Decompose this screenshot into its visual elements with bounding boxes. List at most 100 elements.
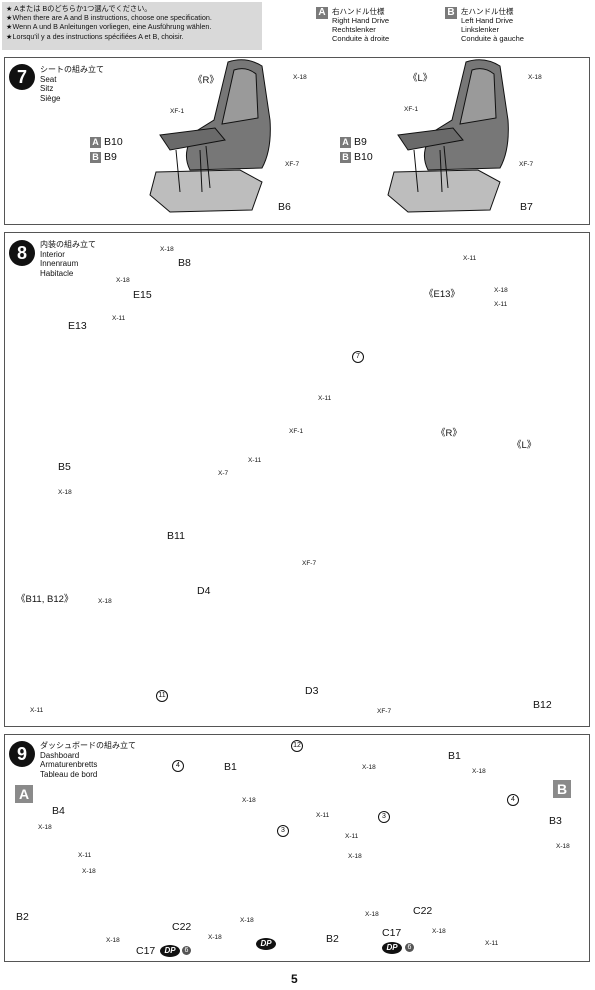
spec-a-badge: A: [316, 7, 328, 19]
spec-b-ja: 左ハンドル仕様: [461, 7, 514, 16]
a-c22-x18: X-18: [208, 934, 222, 941]
interior-xf1: XF-1: [289, 428, 304, 435]
part-b8: B8: [178, 257, 191, 269]
step9-title-ja: ダッシュボードの組み立て: [40, 741, 136, 750]
interior-x11-lower: X-11: [248, 457, 262, 464]
step7-title-ja: シートの組み立て: [40, 65, 104, 74]
page-number: 5: [291, 972, 298, 986]
step7-title-en: Seat: [40, 74, 57, 84]
a-ref-step4: 4: [172, 760, 184, 772]
a-b1-x18: X-18: [242, 797, 256, 804]
ref-step7: 7: [352, 351, 364, 363]
inset-x11: X-11: [30, 707, 44, 714]
spec-a-marker: A: [15, 785, 33, 803]
b-part-b1: B1: [448, 750, 461, 762]
step7-title-de: Sitz: [40, 84, 54, 93]
step9-number: 9: [9, 741, 35, 767]
b5-color: X-18: [58, 489, 72, 496]
seat-l-base: B7: [520, 201, 533, 213]
step8-title: 内装の組み立て Interior Innenraum Habitacle: [40, 240, 96, 278]
b-c22-x18: X-18: [432, 928, 446, 935]
b-part-b2: B2: [326, 933, 339, 945]
b-part-b3: B3: [549, 815, 562, 827]
a-ref-step3: 3: [277, 825, 289, 837]
seat-l-xf7: XF-7: [519, 161, 534, 168]
spec-choice-note: ★ Aまたは Bのどちらか1つ選んでください。 ★When there are …: [2, 2, 262, 50]
e13-inset-x11-top: X-11: [463, 255, 477, 262]
part-b5: B5: [58, 461, 71, 473]
b-dp-mark: DP: [382, 942, 402, 954]
ref-step11: 11: [156, 690, 168, 702]
a-dp-mark-2: DP: [256, 938, 276, 950]
a-dp-num: 6: [182, 946, 191, 955]
spec-b-fr: Conduite à gauche: [461, 34, 524, 43]
step7-title: シートの組み立て Seat Sitz Siège: [40, 65, 104, 103]
a-part-c22: C22: [172, 921, 192, 933]
part-d3: D3: [305, 685, 319, 697]
step9-panel: [4, 734, 590, 962]
spec-a-de: Rechtslenker: [332, 25, 376, 34]
step8-number: 8: [9, 240, 35, 266]
wheel-top-x11: X-11: [316, 812, 330, 819]
ref-step12: 12: [291, 740, 303, 752]
spec-b-marker: B: [553, 780, 571, 798]
spec-a-legend: A 右ハンドル仕様 Right Hand Drive Rechtslenker …: [316, 7, 389, 43]
b-dp-num: 6: [405, 943, 414, 952]
step9-title-en: Dashboard: [40, 750, 80, 760]
b11-xf7: XF-7: [302, 560, 317, 567]
note-line-ja: ★ Aまたは Bのどちらか1つ選んでください。: [6, 4, 152, 13]
e13-inset-label: 《E13》: [424, 289, 460, 300]
a-part-b4: B4: [52, 805, 65, 817]
seat-r-xf7: XF-7: [285, 161, 300, 168]
seat-r-base: B6: [278, 201, 291, 213]
step8-title-ja: 内装の組み立て: [40, 240, 96, 249]
b-b1-x18: X-18: [472, 768, 486, 775]
spec-b-badge: B: [445, 7, 457, 19]
seat-l-xf1: XF-1: [404, 106, 419, 113]
step8-title-fr: Habitacle: [40, 268, 74, 278]
b-x11: X-11: [345, 833, 359, 840]
spec-b-legend: B 左ハンドル仕様 Left Hand Drive Linkslenker Co…: [445, 7, 524, 43]
b-part-c22: C22: [413, 905, 433, 917]
interior-x11: X-11: [318, 395, 332, 402]
b-x18: X-18: [348, 853, 362, 860]
e13-inset-x18: X-18: [494, 287, 508, 294]
note-line-de: ★Wenn A und B Anleitungen vorliegen, ein…: [6, 22, 212, 32]
seat-r-drawing: [149, 59, 271, 213]
b-b3-x18: X-18: [556, 843, 570, 850]
spec-a-ja: 右ハンドル仕様: [332, 7, 385, 16]
step7-title-fr: Siège: [40, 93, 61, 103]
a-b4-x18: X-18: [38, 824, 52, 831]
step9-title-de: Armaturenbretts: [40, 760, 98, 769]
a-part-b2: B2: [16, 911, 29, 923]
seat-r-label: 《R》: [193, 75, 219, 86]
seat-l-label: 《L》: [408, 73, 433, 84]
b-ref-step3: 3: [378, 811, 390, 823]
note-line-fr: ★Lorsqu'il y a des instructions spécifié…: [6, 31, 184, 41]
note-line-en: ★When there are A and B instructions, ch…: [6, 13, 212, 23]
d3-xf7: XF-7: [377, 708, 392, 715]
e13-color: X-11: [112, 315, 126, 322]
part-b11: B11: [167, 530, 185, 542]
b11-b12-inset-label: 《B11, B12》: [16, 594, 74, 605]
a-right-x18: X-18: [240, 917, 254, 924]
a-b2-x18: X-18: [106, 937, 120, 944]
part-e15: E15: [133, 289, 152, 301]
a-part-c17: C17: [136, 945, 156, 957]
step9-title-fr: Tableau de bord: [40, 769, 98, 779]
a-dp-mark: DP: [160, 945, 180, 957]
step7-number: 7: [9, 64, 35, 90]
b-x18-lower: X-18: [365, 911, 379, 918]
seat-r-xf1: XF-1: [170, 108, 185, 115]
spec-a-fr: Conduite à droite: [332, 34, 390, 43]
seat-l-x18: X-18: [528, 74, 542, 81]
part-b12: B12: [533, 699, 552, 711]
b8-color: X-18: [160, 246, 174, 253]
a-x11: X-11: [78, 852, 92, 859]
e15-color: X-18: [116, 277, 130, 284]
e13-inset-x11-side: X-11: [494, 301, 508, 308]
seat-l-ref-label: 《L》: [512, 440, 537, 451]
part-d4: D4: [197, 585, 211, 597]
